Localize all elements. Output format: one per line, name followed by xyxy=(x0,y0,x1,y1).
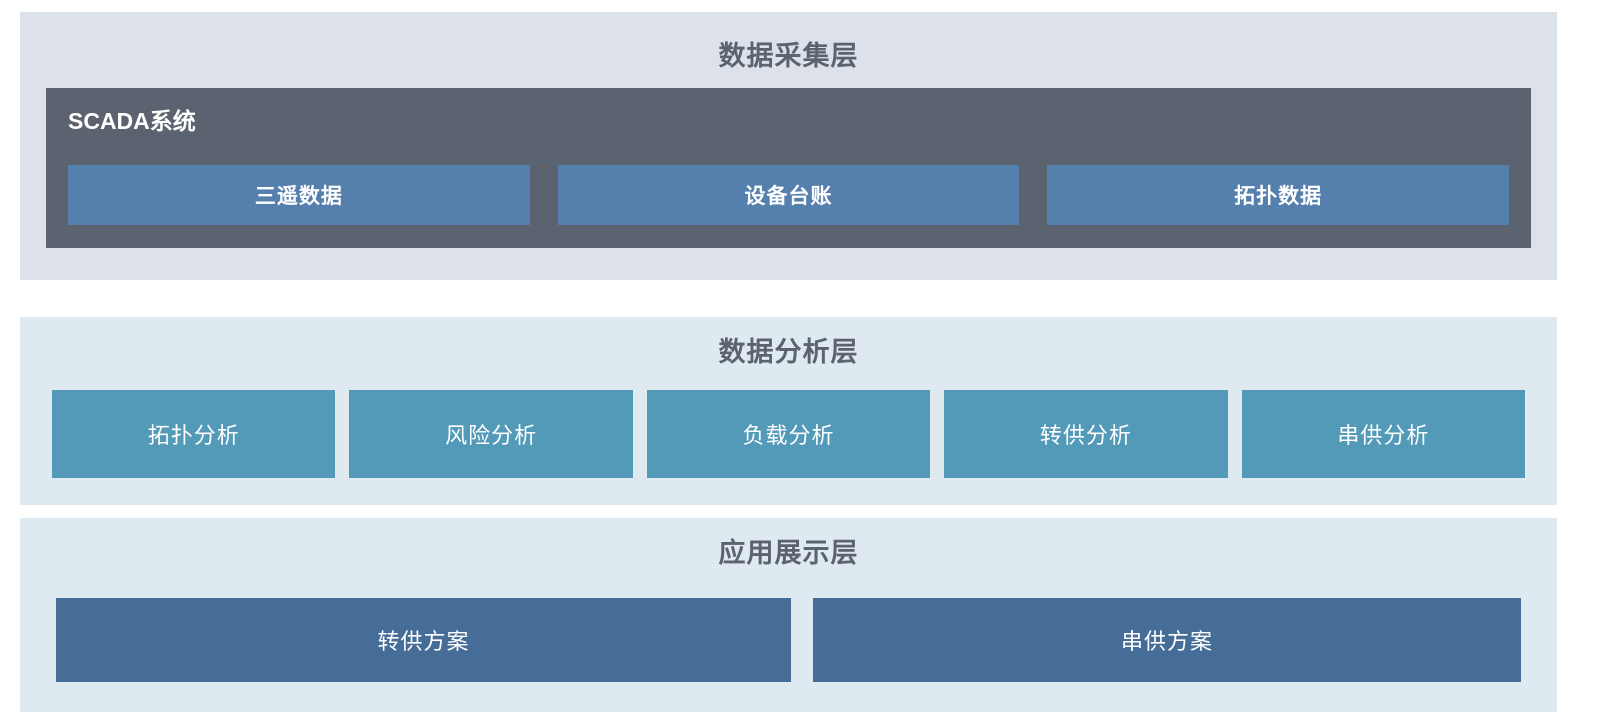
layer-data-collection: 数据采集层 SCADA系统 三遥数据 设备台账 拓扑数据 xyxy=(20,12,1557,280)
analysis-box-topology[interactable]: 拓扑分析 xyxy=(52,390,336,478)
analysis-box-row: 拓扑分析 风险分析 负载分析 转供分析 串供分析 xyxy=(52,390,1526,478)
layer-application-presentation: 应用展示层 转供方案 串供方案 xyxy=(20,518,1557,712)
source-box-topology-data[interactable]: 拓扑数据 xyxy=(1047,165,1510,225)
scada-subsystem-panel: SCADA系统 三遥数据 设备台账 拓扑数据 xyxy=(46,88,1531,248)
application-box-row: 转供方案 串供方案 xyxy=(56,598,1521,682)
scada-source-box-row: 三遥数据 设备台账 拓扑数据 xyxy=(68,165,1510,225)
analysis-box-risk[interactable]: 风险分析 xyxy=(349,390,633,478)
analysis-box-load[interactable]: 负载分析 xyxy=(646,390,931,478)
layer-title-application-presentation: 应用展示层 xyxy=(718,538,859,568)
source-box-equipment-ledger[interactable]: 设备台账 xyxy=(557,165,1020,225)
application-box-series-supply-plan[interactable]: 串供方案 xyxy=(813,598,1521,682)
application-box-transfer-supply-plan[interactable]: 转供方案 xyxy=(56,598,791,682)
scada-panel-title: SCADA系统 xyxy=(68,108,196,134)
layer-data-analysis: 数据分析层 拓扑分析 风险分析 负载分析 转供分析 串供分析 xyxy=(20,317,1557,505)
analysis-box-transfer-supply[interactable]: 转供分析 xyxy=(944,390,1228,478)
analysis-box-series-supply[interactable]: 串供分析 xyxy=(1241,390,1526,478)
source-box-sanyao-data[interactable]: 三遥数据 xyxy=(68,165,530,225)
layer-title-data-collection: 数据采集层 xyxy=(718,41,859,71)
layer-title-data-analysis: 数据分析层 xyxy=(718,337,859,367)
